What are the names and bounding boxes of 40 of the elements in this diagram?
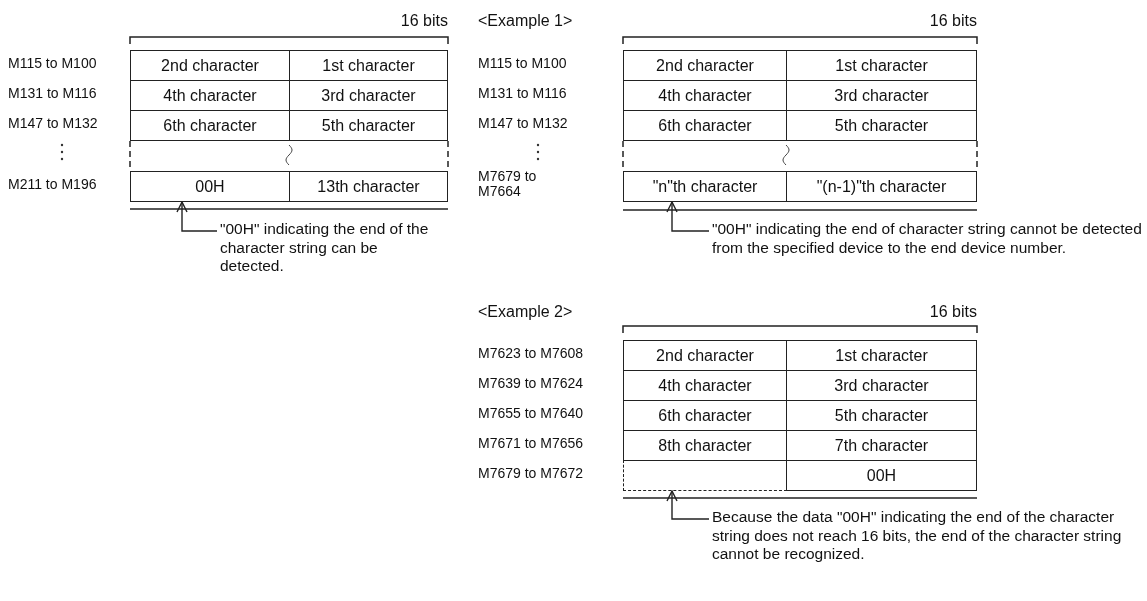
character-data: 8th character — [623, 430, 787, 461]
device-range-label: M7639 to M7624 — [478, 376, 585, 391]
leader-arrow — [666, 490, 710, 520]
device-range-label: M115 to M100 — [478, 56, 568, 71]
character-data: 6th character — [130, 110, 290, 141]
character-data: "(n-1)"th character — [786, 171, 977, 202]
character-data: 6th character — [623, 110, 787, 141]
device-range-label: M211 to M196 — [8, 177, 98, 192]
device-range-label: M147 to M132 — [478, 116, 569, 131]
device-range-label: M7655 to M7640 — [478, 406, 585, 421]
note-text: "00H" indicating the end of character string cannot be detected from the specified device to the end device number. — [712, 220, 1147, 258]
character-data: 1st character — [786, 50, 977, 81]
character-data: 2nd character — [623, 340, 787, 371]
character-data: 13th character — [289, 171, 448, 202]
note-text: "00H" indicating the end of the character string can be detected. — [220, 220, 430, 276]
bit-width-label: 16 bits — [929, 12, 977, 31]
character-data: 5th character — [786, 110, 977, 141]
character-data: 2nd character — [130, 50, 290, 81]
device-range-label: M7679 to M7664 — [478, 169, 538, 199]
device-range-label: M147 to M132 — [8, 116, 99, 131]
character-data: 00H — [786, 460, 977, 491]
bit-width-label: 16 bits — [929, 303, 977, 322]
character-data: 1st character — [289, 50, 448, 81]
device-range-label: M115 to M100 — [8, 56, 98, 71]
device-range-label: M7623 to M7608 — [478, 346, 585, 361]
bit-width-label: 16 bits — [400, 12, 448, 31]
leader-arrow — [176, 201, 218, 232]
character-data: 00H — [130, 171, 290, 202]
character-data: 5th character — [289, 110, 448, 141]
leader-arrow — [666, 201, 710, 232]
device-range-label: M7671 to M7656 — [478, 436, 585, 451]
device-range-label: M131 to M116 — [478, 86, 568, 101]
device-range-label: M7679 to M7672 — [478, 466, 585, 481]
device-range-label: M131 to M116 — [8, 86, 98, 101]
character-data: 1st character — [786, 340, 977, 371]
example-heading: <Example 2> — [478, 303, 573, 322]
character-data: "n"th character — [623, 171, 787, 202]
example-heading: <Example 1> — [478, 12, 573, 31]
character-data: 2nd character — [623, 50, 787, 81]
note-text: Because the data "00H" indicating the end of the character string does not reach 16 bits, the end of the character string cannot be recognized. — [712, 508, 1147, 564]
